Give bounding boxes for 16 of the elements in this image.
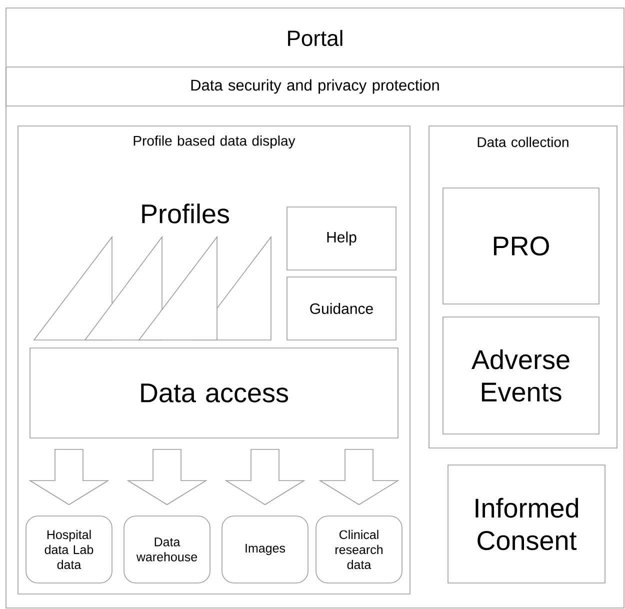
box: Adverse Events [442,316,600,434]
data-source-box: Data warehouse [124,516,210,584]
data-source-box: Clinical research data [316,516,402,584]
block-arrow [126,449,208,506]
block-arrow [224,449,306,506]
data-source-box: Hospital data Lab data [26,516,112,584]
box: PRO [442,188,600,304]
security-band: Data security and privacy protection [6,66,624,106]
box: Informed Consent [448,464,606,584]
block-arrow [28,449,110,506]
data-source-box: Images [222,516,308,584]
block-arrow [318,449,400,506]
profiles-heading: Profiles [142,204,230,224]
box: Help [286,206,396,270]
box: Guidance [286,276,396,340]
box: Data access [30,348,398,438]
